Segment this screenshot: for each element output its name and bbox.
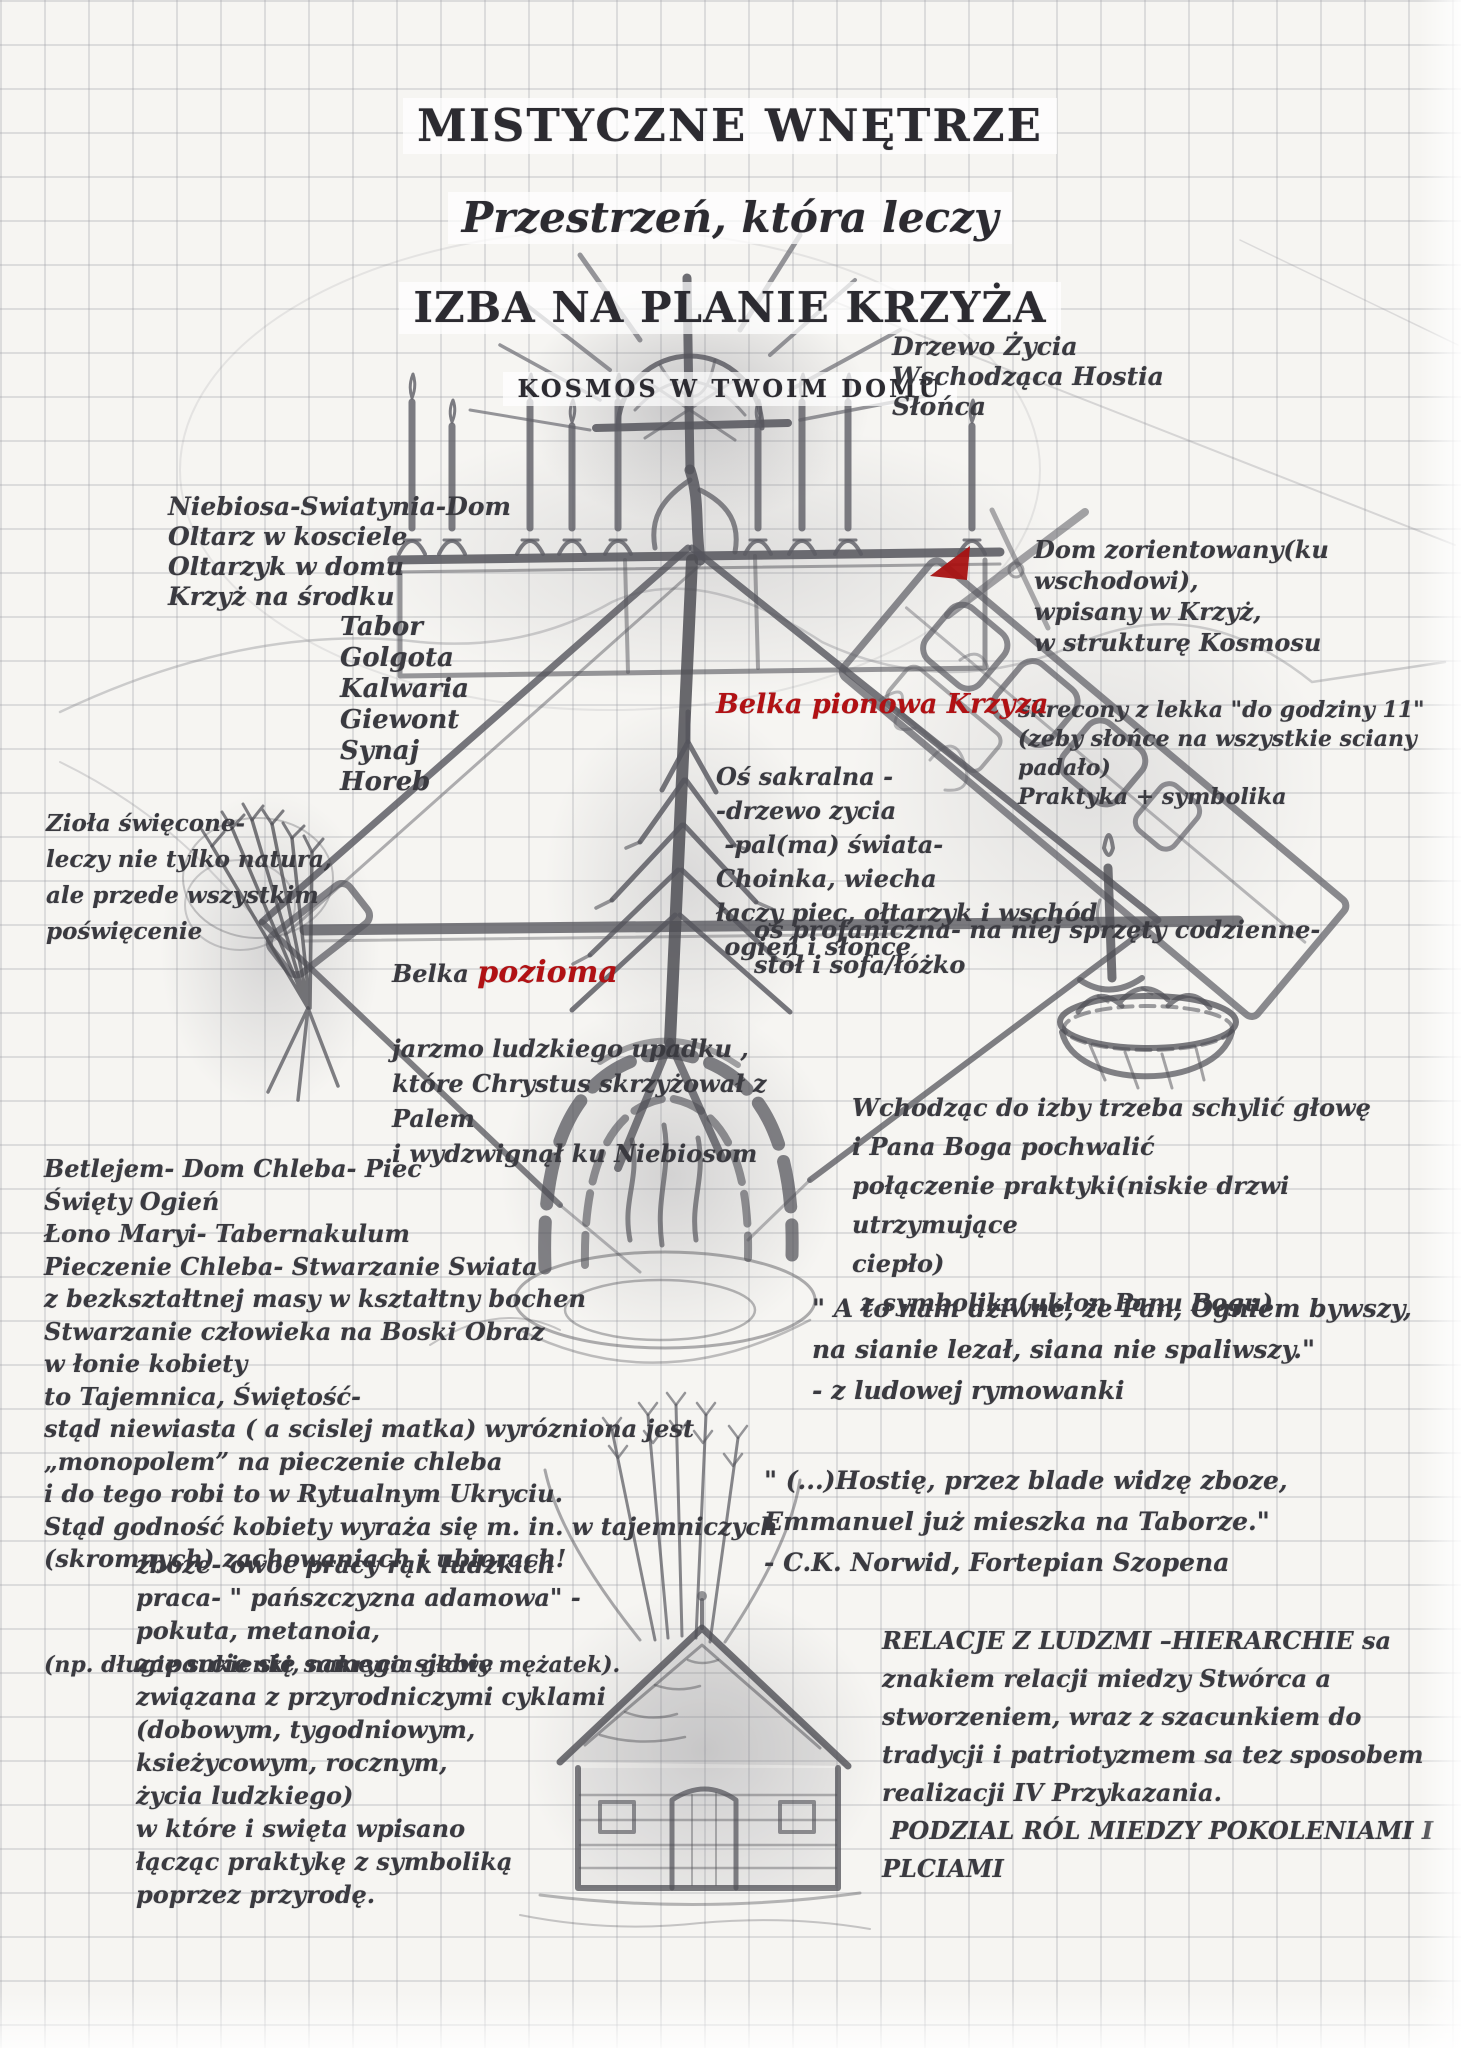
annotation-vertical-beam-body: Oś sakralna - -drzewo zycia -pal(ma) świ… [716,762,1098,961]
annotation-horizontal-beam-body: jarzmo ludzkiego upadku , które Chrystus… [392,1034,767,1168]
annotation-bethlehem-bread: Betlejem- Dom Chleba- Piec Święty Ogień … [44,1088,778,1746]
page-title: MISTYCZNE WNĘTRZE Przestrzeń, która lecz… [300,60,1160,444]
beam-word: Belka [392,959,478,988]
annotation-holy-mountains-list: Tabor Golgota Kalwaria Giewont Synaj Hor… [340,612,469,797]
annotation-vertical-beam: Belka pionowa Krzyza Oś sakralna - -drze… [716,650,1097,1002]
annotation-folk-rhyme-quote: " A to nam dziwne, że Pan, Ogniem bywszy… [812,1294,1412,1405]
annotation-horizontal-beam-heading: Belka pozioma [392,954,766,993]
annotation-relations-hierarchies: RELACJE Z LUDZMI –HIERARCHIE sa znakiem … [882,1626,1434,1883]
annotation-vertical-beam-heading: Belka pionowa Krzyza [716,689,1049,720]
annotation-bethlehem-bread-note: (np. długie sukienki, nakrycia głowy męż… [44,1651,621,1678]
annotation-house-orientation-main: Dom zorientowany(ku wschodowi), wpisany … [1034,535,1329,657]
bread-basket-icon [1057,986,1239,1090]
annotation-entering-room: Wchodząc do izby trzeba schylić głowę i … [852,1093,1371,1317]
title-line-2: Przestrzeń, która leczy [447,192,1013,244]
title-line-3: IZBA NA PLANIE KRZYŻA [399,282,1061,334]
annotation-house-orientation: Dom zorientowany(ku wschodowi), wpisany … [1018,496,1461,850]
annotation-horizontal-beam: Belka pozioma jarzmo ludzkiego upadku , … [392,916,766,1209]
annotation-profane-axis: oś profaniczna- na niej sprzęty codzienn… [754,915,1321,979]
annotation-house-orientation-sub: skrecony z lekka "do godziny 11" (zeby s… [1018,697,1425,810]
beam-word-red: pozioma [477,955,618,990]
annotation-heavens-temple-home: Niebiosa-Swiatynia-Dom Oltarz w kosciele… [168,492,511,611]
annotation-tree-of-life: Drzewo Życia Wschodząca Hostia Słońca [892,332,1164,421]
title-line-4: KOSMOS W TWOIM DOMU [503,372,957,406]
title-line-1: MISTYCZNE WNĘTRZE [403,98,1057,154]
annotation-bethlehem-bread-main: Betlejem- Dom Chleba- Piec Święty Ogień … [44,1154,778,1573]
scan-edge-bottom [0,1992,1461,2048]
annotation-norwid-quote: " (...)Hostię, przez blade widzę zboze, … [764,1466,1288,1577]
annotation-grain-work: zboże- owoc pracy rąk ludzkich praca- " … [136,1550,606,1909]
annotation-blessed-herbs: Zioła święcone- leczy nie tylko natura, … [46,810,332,945]
